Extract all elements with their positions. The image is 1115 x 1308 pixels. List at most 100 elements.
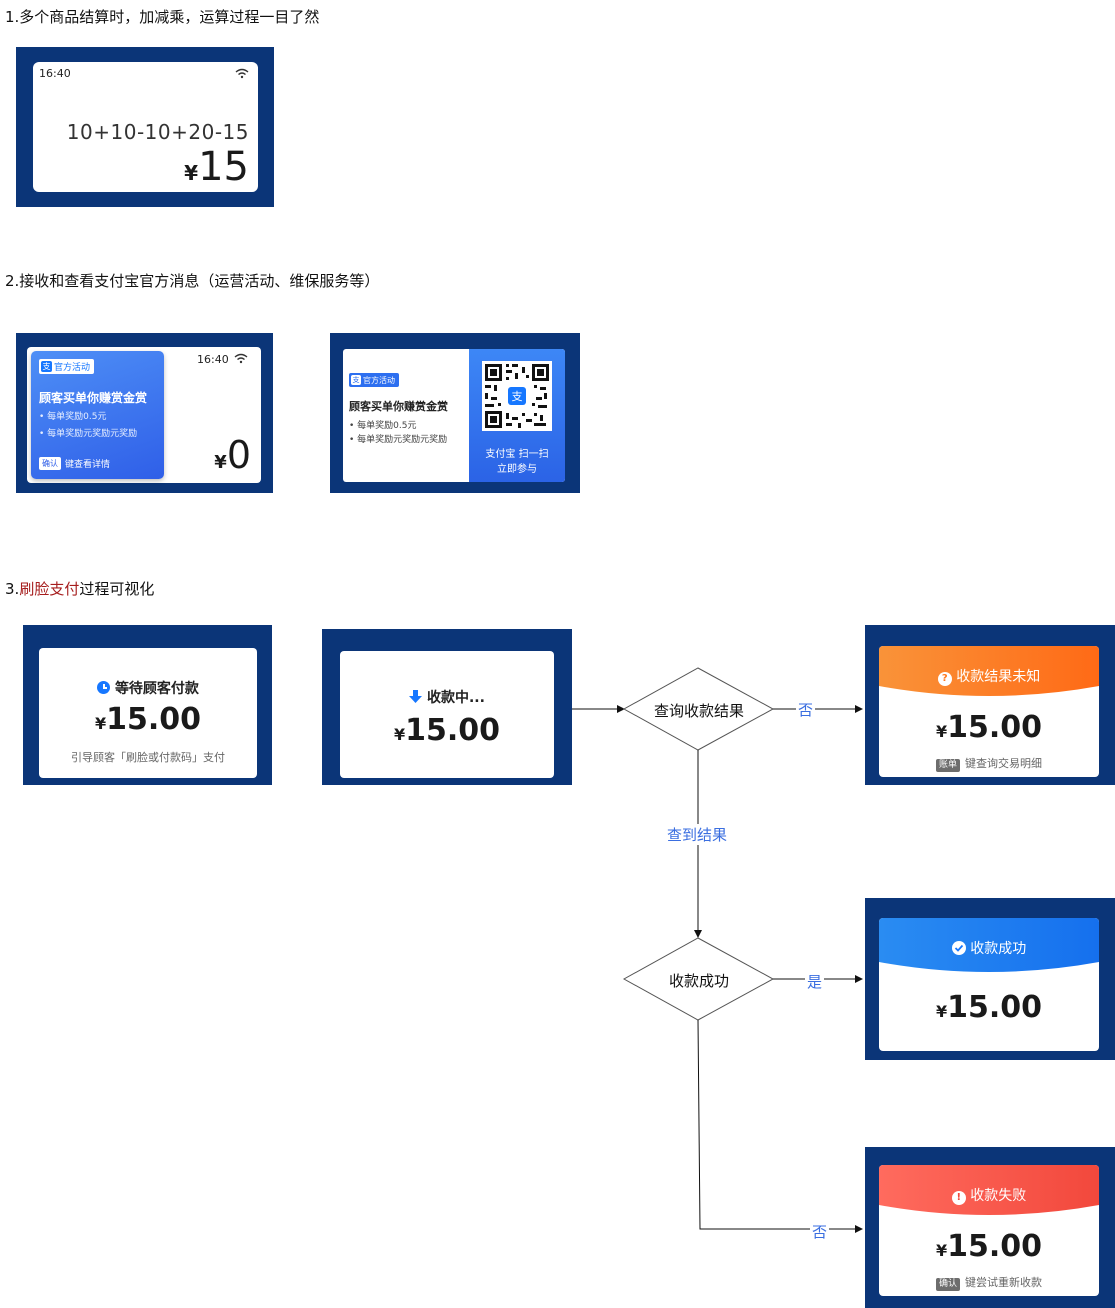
currency-symbol: ¥ bbox=[935, 722, 948, 741]
wifi-icon bbox=[234, 353, 248, 364]
confirm-chip: 确认 bbox=[39, 457, 61, 470]
activity-bullet-1: • 每单奖励0.5元 bbox=[349, 421, 417, 431]
collecting-screen: 收款中... ¥15.00 bbox=[340, 651, 554, 778]
wifi-icon bbox=[235, 68, 249, 79]
unknown-hint: 键查询交易明细 bbox=[965, 757, 1043, 770]
label-no-1: 否 bbox=[796, 699, 816, 720]
bill-chip: 账单 bbox=[935, 759, 960, 772]
activity-card[interactable]: 支 官方活动 顾客买单你赚赏金赏 • 每单奖励0.5元 • 每单奖励元奖励元奖励… bbox=[31, 351, 164, 479]
section-1-title: 1.多个商品结算时，加减乘，运算过程一目了然 bbox=[5, 8, 320, 26]
waiting-device-frame: 等待顾客付款 ¥15.00 引导顾客「刷脸或付款码」支付 bbox=[23, 625, 272, 785]
status-time: 16:40 bbox=[197, 353, 229, 366]
currency-symbol: ¥ bbox=[214, 452, 227, 473]
message-device-frame-b: 支 官方活动 顾客买单你赚赏金赏 • 每单奖励0.5元 • 每单奖励元奖励元奖励 bbox=[330, 333, 580, 493]
fail-hint-row: 确认 键尝试重新收款 bbox=[879, 1271, 1099, 1291]
qr-panel: 支 支付宝 扫一扫 立即参与 bbox=[469, 349, 565, 482]
waiting-title-row: 等待顾客付款 bbox=[39, 678, 257, 698]
activity-bullet-2: • 每单奖励元奖励元奖励 bbox=[349, 435, 448, 445]
success-amount: 15.00 bbox=[947, 990, 1043, 1025]
fail-header-bg bbox=[879, 1165, 1099, 1215]
section-3-suffix: 过程可视化 bbox=[79, 580, 155, 598]
section-2-title: 2.接收和查看支付宝官方消息（运营活动、维保服务等） bbox=[5, 272, 380, 290]
official-badge-label: 官方活动 bbox=[54, 363, 91, 373]
unknown-header-bg bbox=[879, 646, 1099, 696]
currency-symbol: ¥ bbox=[935, 1002, 948, 1021]
alipay-icon: 支 bbox=[41, 361, 52, 372]
calc-expression: 10+10-10+20-15 bbox=[66, 120, 249, 144]
unknown-amount: 15.00 bbox=[947, 710, 1043, 745]
section-3-title: 3.刷脸支付过程可视化 bbox=[5, 580, 154, 598]
unknown-title: 收款结果未知 bbox=[956, 669, 1041, 685]
unknown-total: ¥15.00 bbox=[879, 710, 1099, 745]
success-header-bg bbox=[879, 918, 1099, 972]
label-no-2: 否 bbox=[810, 1221, 830, 1242]
currency-symbol: ¥ bbox=[935, 1241, 948, 1260]
qr-caption-1: 支付宝 扫一扫 bbox=[485, 449, 549, 460]
fail-hint: 键尝试重新收款 bbox=[965, 1276, 1043, 1289]
question-icon: ? bbox=[937, 672, 952, 686]
unknown-title-row: ? 收款结果未知 bbox=[879, 666, 1099, 686]
success-screen: 收款成功 ¥15.00 bbox=[879, 918, 1099, 1051]
collecting-title: 收款中... bbox=[426, 690, 485, 706]
unknown-screen: ? 收款结果未知 ¥15.00 账单 键查询交易明细 bbox=[879, 646, 1099, 777]
section-3-highlight: 刷脸支付 bbox=[19, 580, 80, 598]
official-badge: 支 官方活动 bbox=[349, 373, 399, 387]
download-arrow-icon bbox=[409, 690, 423, 703]
collecting-total: ¥15.00 bbox=[340, 713, 554, 748]
clock-icon bbox=[97, 681, 111, 694]
collecting-title-row: 收款中... bbox=[340, 687, 554, 707]
fail-title-row: ! 收款失败 bbox=[879, 1185, 1099, 1205]
currency-symbol: ¥ bbox=[393, 725, 406, 744]
label-yes: 是 bbox=[805, 971, 825, 992]
currency-symbol: ¥ bbox=[184, 161, 199, 185]
success-device-frame: 收款成功 ¥15.00 bbox=[865, 898, 1115, 1060]
waiting-screen: 等待顾客付款 ¥15.00 引导顾客「刷脸或付款码」支付 bbox=[39, 648, 257, 778]
qr-caption-2: 立即参与 bbox=[497, 464, 537, 475]
official-badge: 支 官方活动 bbox=[39, 359, 95, 374]
message-device-frame-a: 支 官方活动 顾客买单你赚赏金赏 • 每单奖励0.5元 • 每单奖励元奖励元奖励… bbox=[16, 333, 273, 493]
check-circle-icon bbox=[951, 941, 966, 955]
fail-screen: ! 收款失败 ¥15.00 确认 键尝试重新收款 bbox=[879, 1165, 1099, 1296]
activity-bullet-1: • 每单奖励0.5元 bbox=[39, 412, 107, 422]
success-title-row: 收款成功 bbox=[879, 938, 1099, 958]
activity-title: 顾客买单你赚赏金赏 bbox=[349, 400, 448, 413]
label-found: 查到结果 bbox=[665, 824, 730, 845]
message-total: ¥0 bbox=[214, 433, 251, 477]
fail-device-frame: ! 收款失败 ¥15.00 确认 键尝试重新收款 bbox=[865, 1147, 1115, 1308]
qr-code-icon[interactable]: 支 bbox=[482, 361, 552, 431]
waiting-amount: 15.00 bbox=[106, 702, 202, 737]
fail-total: ¥15.00 bbox=[879, 1229, 1099, 1264]
waiting-title: 等待顾客付款 bbox=[114, 681, 199, 697]
exclamation-icon: ! bbox=[951, 1191, 966, 1205]
confirm-chip: 确认 bbox=[935, 1278, 960, 1291]
query-diamond-label: 查询收款结果 bbox=[653, 702, 744, 720]
currency-symbol: ¥ bbox=[94, 714, 107, 733]
waiting-total: ¥15.00 bbox=[39, 702, 257, 737]
success-total: ¥15.00 bbox=[879, 990, 1099, 1025]
status-time: 16:40 bbox=[39, 67, 71, 80]
activity-title: 顾客买单你赚赏金赏 bbox=[39, 391, 148, 405]
fail-title: 收款失败 bbox=[970, 1188, 1027, 1204]
collecting-amount: 15.00 bbox=[405, 713, 501, 748]
unknown-device-frame: ? 收款结果未知 ¥15.00 账单 键查询交易明细 bbox=[865, 625, 1115, 785]
collecting-device-frame: 收款中... ¥15.00 bbox=[322, 629, 572, 785]
official-badge-label: 官方活动 bbox=[363, 375, 395, 385]
alipay-icon: 支 bbox=[351, 375, 361, 385]
message-screen-a: 支 官方活动 顾客买单你赚赏金赏 • 每单奖励0.5元 • 每单奖励元奖励元奖励… bbox=[27, 347, 261, 483]
success-title: 收款成功 bbox=[970, 941, 1027, 957]
unknown-hint-row: 账单 键查询交易明细 bbox=[879, 752, 1099, 772]
calc-total: ¥15 bbox=[184, 144, 249, 190]
message-amount: 0 bbox=[226, 433, 251, 477]
confirm-hint: 确认 键查看详情 bbox=[39, 457, 110, 470]
fail-amount: 15.00 bbox=[947, 1229, 1043, 1264]
activity-bullet-2: • 每单奖励元奖励元奖励 bbox=[39, 429, 138, 439]
calc-device-frame: 16:40 10+10-10+20-15 ¥15 bbox=[16, 47, 274, 207]
calc-amount: 15 bbox=[198, 144, 249, 190]
message-screen-b: 支 官方活动 顾客买单你赚赏金赏 • 每单奖励0.5元 • 每单奖励元奖励元奖励 bbox=[343, 349, 565, 482]
confirm-text: 键查看详情 bbox=[65, 460, 111, 470]
waiting-hint: 引导顾客「刷脸或付款码」支付 bbox=[71, 751, 225, 764]
calc-screen: 16:40 10+10-10+20-15 ¥15 bbox=[33, 62, 258, 192]
svg-text:支: 支 bbox=[512, 390, 523, 403]
arrow-check-to-fail bbox=[697, 1019, 863, 1233]
